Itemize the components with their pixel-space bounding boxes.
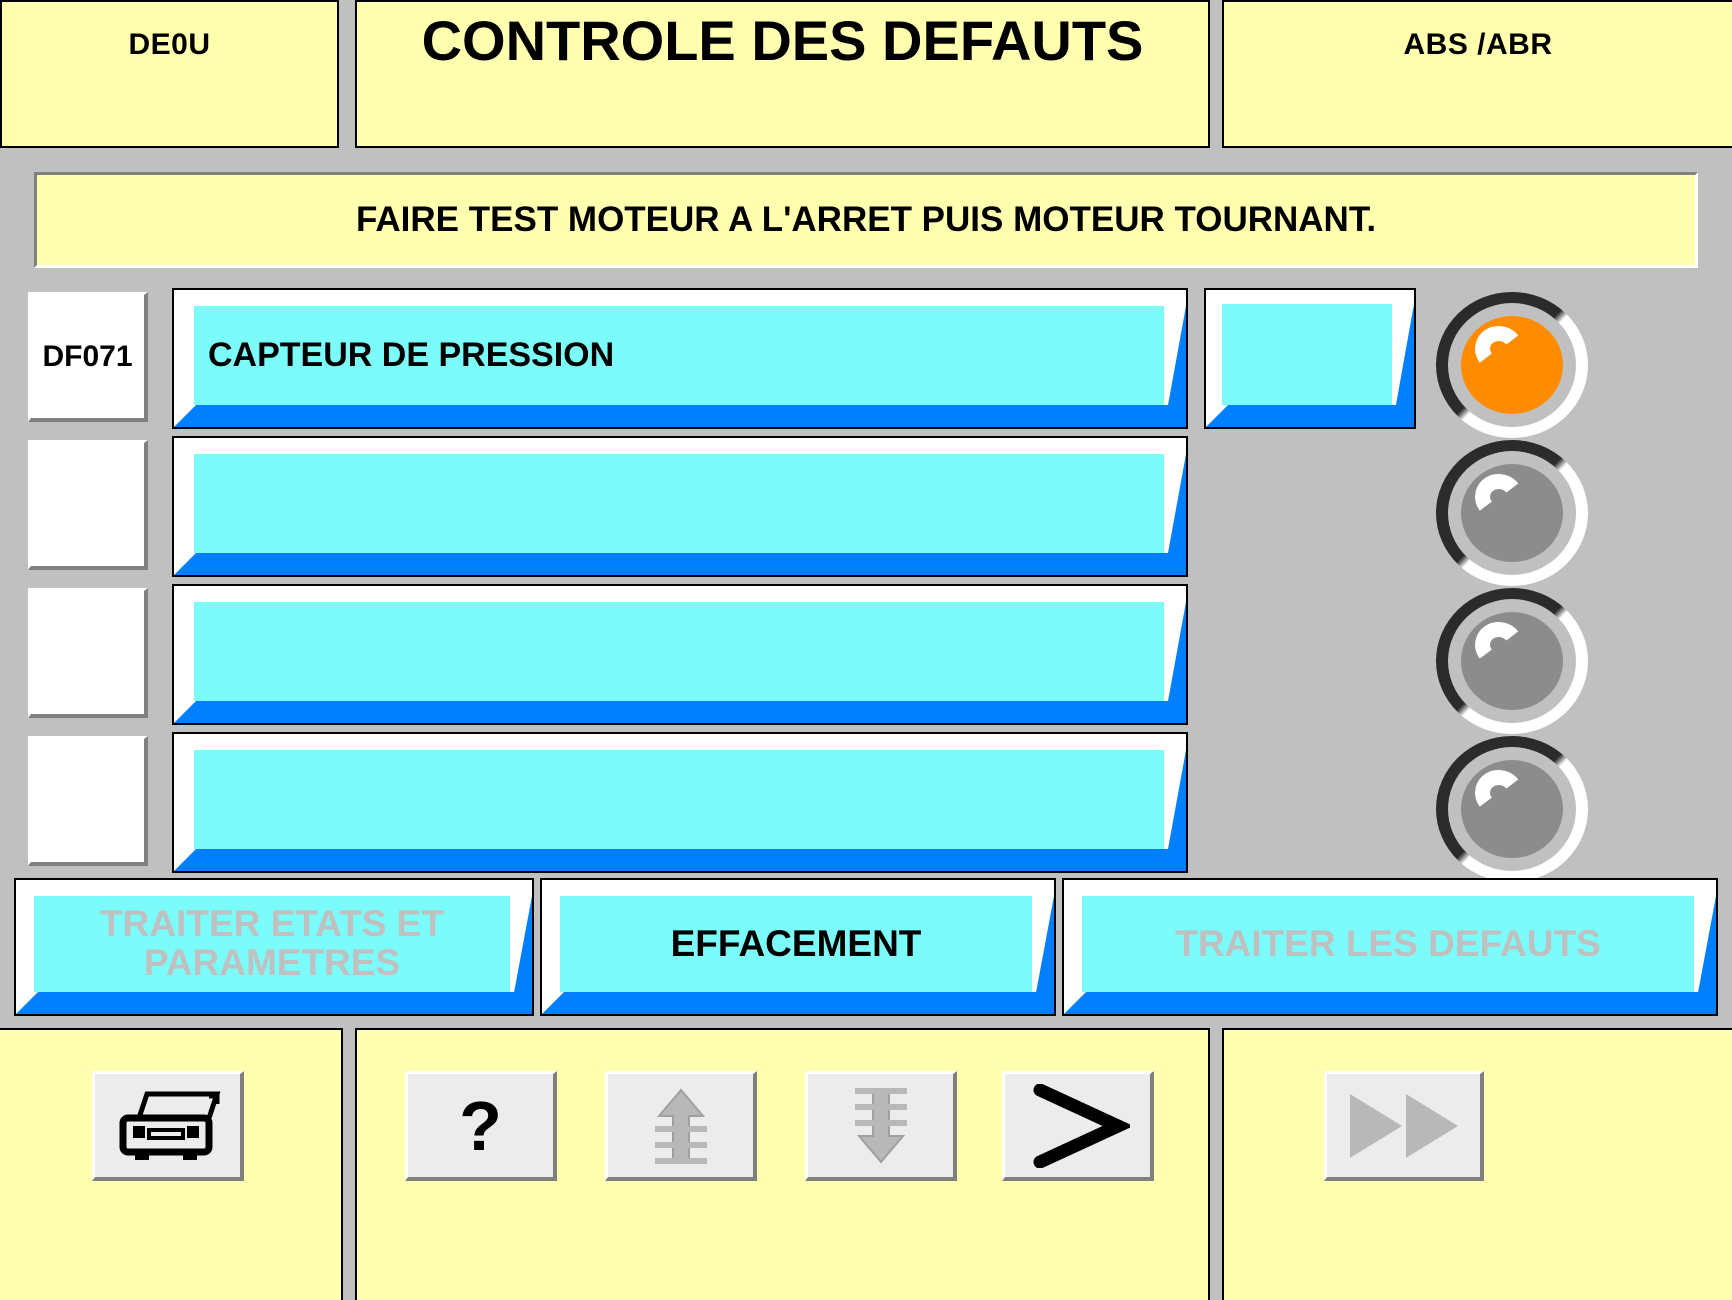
action-button-row: TRAITER ETATS ET PARAMETRES EFFACEMENT T…: [14, 878, 1718, 1018]
fault-description-face: [194, 750, 1164, 849]
led-bulb: [1461, 760, 1563, 858]
next-button[interactable]: [1002, 1071, 1154, 1181]
bevel-bottom: [1064, 992, 1716, 1014]
bevel-bottom: [174, 405, 1186, 427]
button-face: TRAITER ETATS ET PARAMETRES: [34, 896, 510, 992]
toolbar-right-section: [1222, 1028, 1732, 1300]
fault-code-box: DF071: [28, 292, 148, 422]
bevel-bottom: [1206, 405, 1414, 427]
scroll-down-button[interactable]: [805, 1071, 957, 1181]
fault-code-box: [28, 440, 148, 570]
printer-icon: [113, 1090, 223, 1162]
header-ecu-label: DE0U: [128, 28, 211, 61]
status-led-inactive: [1436, 736, 1588, 882]
fault-list: DF071 CAPTEUR DE PRESSION: [14, 288, 1189, 873]
button-label: EFFACEMENT: [670, 922, 922, 964]
toolbar-left-section: [0, 1028, 343, 1300]
bevel-bottom: [542, 992, 1054, 1014]
header-bar: DE0U CONTROLE DES DEFAUTS ABS /ABR: [0, 0, 1732, 148]
fault-description-face: CAPTEUR DE PRESSION: [194, 306, 1164, 405]
instruction-bar-wrap: FAIRE TEST MOTEUR A L'ARRET PUIS MOTEUR …: [14, 158, 1718, 283]
fault-description-face: [194, 602, 1164, 701]
fault-description-box[interactable]: CAPTEUR DE PRESSION: [172, 288, 1188, 429]
traiter-etats-parametres-button[interactable]: TRAITER ETATS ET PARAMETRES: [14, 878, 534, 1016]
button-face: TRAITER LES DEFAUTS: [1082, 896, 1694, 992]
indicator-column: [1426, 288, 1606, 882]
toolbar-middle-section: ?: [355, 1028, 1210, 1300]
header-system-label: ABS /ABR: [1403, 28, 1553, 61]
button-label: TRAITER LES DEFAUTS: [1175, 922, 1601, 964]
scroll-up-icon: [651, 1086, 711, 1166]
print-button[interactable]: [92, 1071, 244, 1181]
button-label: TRAITER ETATS ET PARAMETRES: [100, 903, 444, 983]
instruction-text: FAIRE TEST MOTEUR A L'ARRET PUIS MOTEUR …: [355, 200, 1377, 239]
fault-description-face: [194, 454, 1164, 553]
fault-description-box[interactable]: [172, 584, 1188, 725]
bevel-bottom: [174, 849, 1186, 871]
header-title-panel: CONTROLE DES DEFAUTS: [355, 0, 1210, 148]
next-chevron-icon: [1026, 1083, 1130, 1168]
scroll-down-icon: [851, 1086, 911, 1166]
fault-description: CAPTEUR DE PRESSION: [208, 336, 615, 374]
led-bulb: [1461, 612, 1563, 710]
status-led-inactive: [1436, 440, 1588, 586]
fault-code-box: [28, 736, 148, 866]
traiter-les-defauts-button[interactable]: TRAITER LES DEFAUTS: [1062, 878, 1718, 1016]
fault-status-face: [1222, 304, 1392, 405]
instruction-bar: FAIRE TEST MOTEUR A L'ARRET PUIS MOTEUR …: [34, 172, 1698, 268]
page-title: CONTROLE DES DEFAUTS: [421, 9, 1144, 72]
led-bulb: [1461, 464, 1563, 562]
effacement-button[interactable]: EFFACEMENT: [540, 878, 1056, 1016]
help-question-icon: ?: [459, 1086, 502, 1165]
fault-status-box[interactable]: [1204, 288, 1416, 429]
fault-row[interactable]: [14, 732, 1189, 873]
status-led-active: [1436, 292, 1588, 438]
fault-description-box[interactable]: [172, 436, 1188, 577]
bottom-toolbar: ?: [0, 1024, 1732, 1300]
fault-row[interactable]: DF071 CAPTEUR DE PRESSION: [14, 288, 1189, 429]
help-button[interactable]: ?: [405, 1071, 557, 1181]
bevel-bottom: [174, 701, 1186, 723]
fast-forward-button[interactable]: [1324, 1071, 1484, 1181]
fast-forward-icon: [1344, 1090, 1464, 1162]
button-face: EFFACEMENT: [560, 896, 1032, 992]
bevel-bottom: [174, 553, 1186, 575]
fault-row[interactable]: [14, 584, 1189, 725]
fault-row[interactable]: [14, 436, 1189, 577]
header-ecu-panel: DE0U: [0, 0, 339, 148]
led-bulb: [1461, 316, 1563, 414]
scroll-up-button[interactable]: [605, 1071, 757, 1181]
fault-description-box[interactable]: [172, 732, 1188, 873]
status-led-inactive: [1436, 588, 1588, 734]
fault-panel: DF071 CAPTEUR DE PRESSION: [14, 288, 1718, 882]
header-system-panel: ABS /ABR: [1222, 0, 1732, 148]
bevel-bottom: [16, 992, 532, 1014]
fault-code: DF071: [42, 339, 133, 373]
fault-code-box: [28, 588, 148, 718]
